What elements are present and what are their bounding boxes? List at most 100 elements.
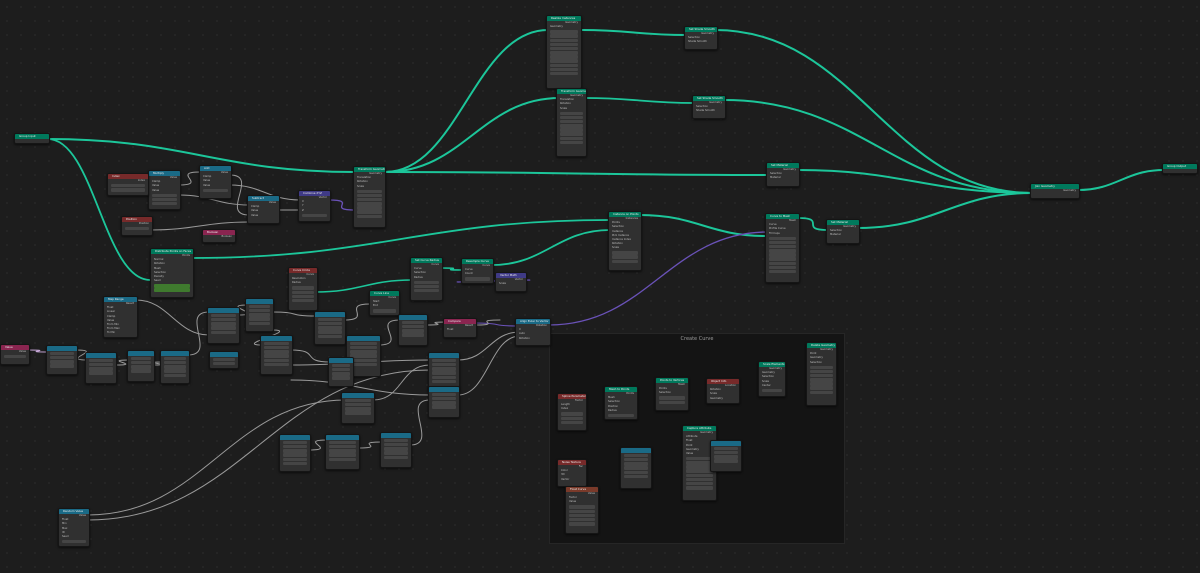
node-header[interactable] [381, 433, 411, 438]
node-value-field[interactable] [624, 466, 648, 470]
node-value-field[interactable] [560, 119, 583, 124]
node-header[interactable]: Capture Attribute [683, 426, 716, 431]
node-value-field[interactable] [249, 308, 270, 313]
node-math-8[interactable] [314, 311, 346, 345]
node-value-field[interactable] [264, 354, 289, 358]
node-value-field[interactable] [203, 188, 228, 192]
node-header[interactable]: Group Output [1163, 164, 1197, 169]
node-value-field[interactable] [283, 449, 307, 453]
node-link[interactable] [491, 229, 611, 266]
node-value-field[interactable] [384, 438, 408, 443]
node-value-field[interactable] [89, 358, 113, 363]
node-value-field[interactable] [292, 286, 314, 290]
node-value-field[interactable] [769, 236, 796, 240]
node-value-field[interactable] [769, 270, 796, 274]
node-value-field[interactable] [608, 413, 634, 418]
node-value-field[interactable] [283, 444, 307, 449]
node-header[interactable]: Realize Instances [547, 16, 581, 21]
node-value-field[interactable] [111, 188, 145, 192]
node-value-field[interactable] [264, 341, 289, 346]
node-value-field[interactable] [561, 416, 583, 420]
node-value-field[interactable] [131, 365, 151, 369]
node-value-field[interactable] [283, 440, 307, 445]
node-value-field[interactable] [292, 294, 314, 299]
node-header[interactable]: Object Info [707, 379, 739, 384]
node-value-field[interactable] [569, 522, 595, 526]
node-value-field[interactable] [686, 473, 713, 478]
node-header[interactable]: Combine XYZ [299, 191, 330, 196]
node-value-field[interactable] [350, 350, 377, 354]
node-header[interactable] [711, 441, 741, 446]
node-value-field[interactable] [550, 55, 578, 59]
node-header[interactable]: Multiply [149, 171, 180, 176]
node-value-field[interactable] [211, 317, 236, 322]
node-value-field[interactable] [686, 465, 713, 469]
node-value-field[interactable] [769, 265, 796, 270]
node-value-field[interactable] [329, 444, 356, 449]
node-value-field[interactable] [569, 513, 595, 518]
node-math-11[interactable] [398, 314, 428, 346]
node-value-field[interactable] [350, 354, 377, 358]
node-link[interactable] [440, 267, 464, 271]
node-value-field[interactable] [211, 326, 236, 330]
node-link[interactable] [409, 399, 431, 446]
node-value-field[interactable] [810, 382, 833, 386]
node-link[interactable] [797, 169, 1033, 194]
node-value-field[interactable] [264, 345, 289, 350]
node-math-7[interactable] [209, 351, 239, 369]
node-value-field[interactable] [302, 213, 327, 217]
node-value-field[interactable] [283, 457, 307, 461]
node-value-field[interactable] [384, 451, 408, 455]
node-value-field[interactable] [465, 277, 490, 281]
node-value-field[interactable] [4, 354, 26, 359]
node-value-field[interactable] [264, 350, 289, 354]
node-link[interactable] [178, 171, 201, 186]
node-header[interactable] [246, 299, 273, 304]
node-header[interactable] [280, 435, 310, 440]
node-value-field[interactable] [164, 360, 186, 365]
node-value-field[interactable] [50, 355, 74, 360]
node-link[interactable] [372, 364, 431, 401]
node-value-field[interactable] [569, 517, 595, 522]
node-group-output[interactable]: Group Output [1162, 163, 1198, 174]
node-value-field[interactable] [769, 244, 796, 249]
node-header[interactable]: Delete Geometry [807, 343, 836, 348]
node-link[interactable] [857, 192, 1033, 229]
node-header[interactable]: Transform Geometry [557, 89, 586, 94]
node-value-field[interactable] [414, 288, 439, 293]
node-value-field[interactable] [550, 51, 578, 55]
node-value-field[interactable] [624, 462, 648, 466]
node-header[interactable]: Add [200, 166, 231, 171]
node-value-field[interactable] [714, 455, 738, 459]
node-value-field[interactable] [402, 320, 424, 325]
node-value-field[interactable] [714, 459, 738, 463]
node-value-field[interactable] [329, 440, 356, 445]
node-value-field[interactable] [686, 477, 713, 482]
node-math-4[interactable] [207, 307, 240, 344]
node-header[interactable] [429, 387, 459, 392]
node-header[interactable]: Noise Texture [558, 460, 586, 465]
node-value-field[interactable] [249, 321, 270, 325]
node-value-field[interactable] [560, 124, 583, 128]
node-header[interactable]: Set Material [827, 220, 859, 225]
node-value-field[interactable] [125, 226, 149, 231]
node-link[interactable] [357, 441, 383, 449]
node-math-0[interactable] [46, 345, 78, 375]
node-value-field[interactable] [686, 461, 713, 465]
node-header[interactable]: Points to Vertices [656, 378, 688, 383]
node-value-field[interactable] [332, 363, 350, 368]
node-value-field[interactable] [152, 193, 177, 197]
node-value-field[interactable] [345, 407, 371, 411]
node-value-field[interactable] [50, 360, 74, 364]
